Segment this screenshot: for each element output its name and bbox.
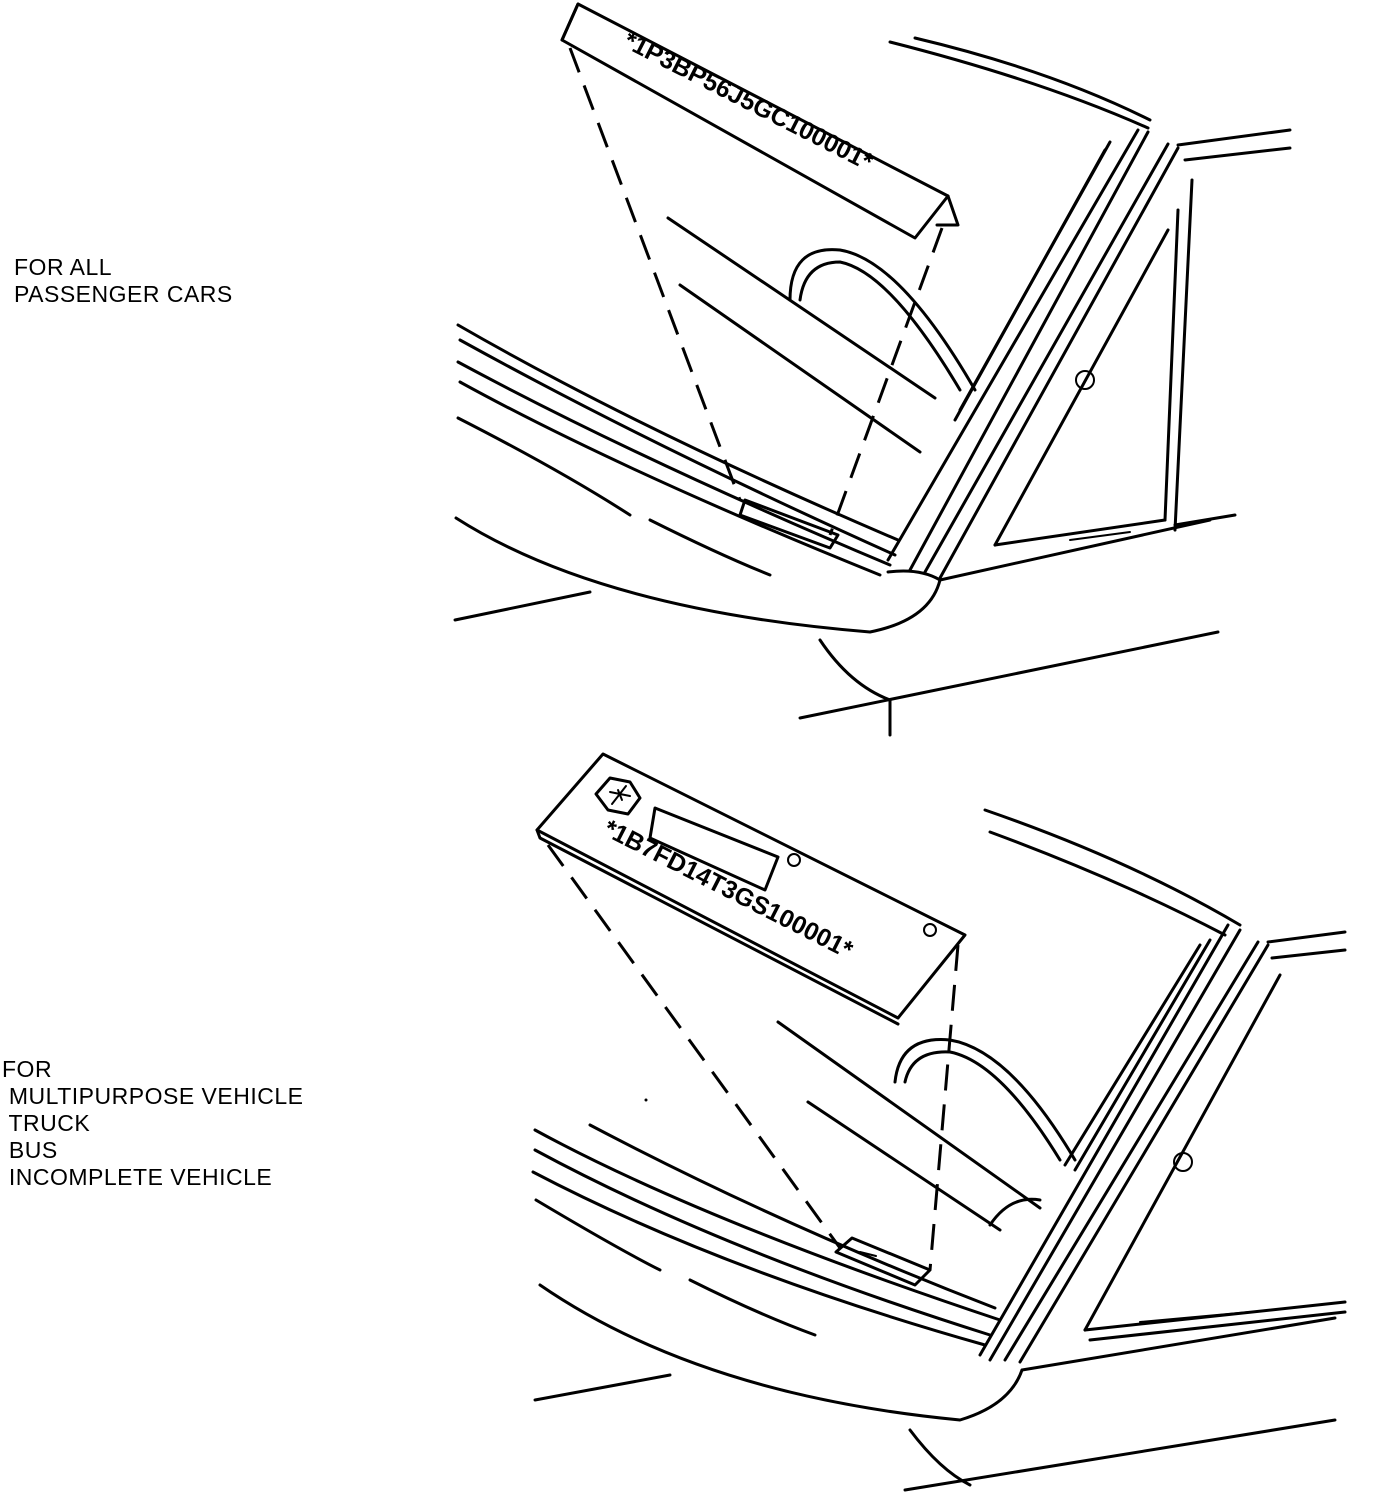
caption-line: FOR (2, 1056, 53, 1082)
caption-passenger-cars: FOR ALL PASSENGER CARS (14, 254, 233, 308)
caption-line: MULTIPURPOSE VEHICLE (2, 1083, 304, 1109)
passenger-car-illustration: *1P3BP56J5GC100001* (453, 2, 1292, 737)
vin-number-passenger: *1P3BP56J5GC100001* (619, 26, 877, 176)
truck-illustration: *1B7FD14T3GS100001* (531, 752, 1347, 1492)
pentastar-logo-icon (594, 776, 642, 816)
caption-multipurpose-vehicles: FOR MULTIPURPOSE VEHICLE TRUCK BUS INCOM… (2, 1056, 303, 1191)
caption-line: TRUCK (2, 1110, 91, 1136)
caption-line: BUS (2, 1137, 58, 1163)
caption-line: FOR ALL (14, 254, 113, 280)
caption-line: PASSENGER CARS (14, 281, 233, 307)
caption-line: INCOMPLETE VEHICLE (2, 1164, 273, 1190)
